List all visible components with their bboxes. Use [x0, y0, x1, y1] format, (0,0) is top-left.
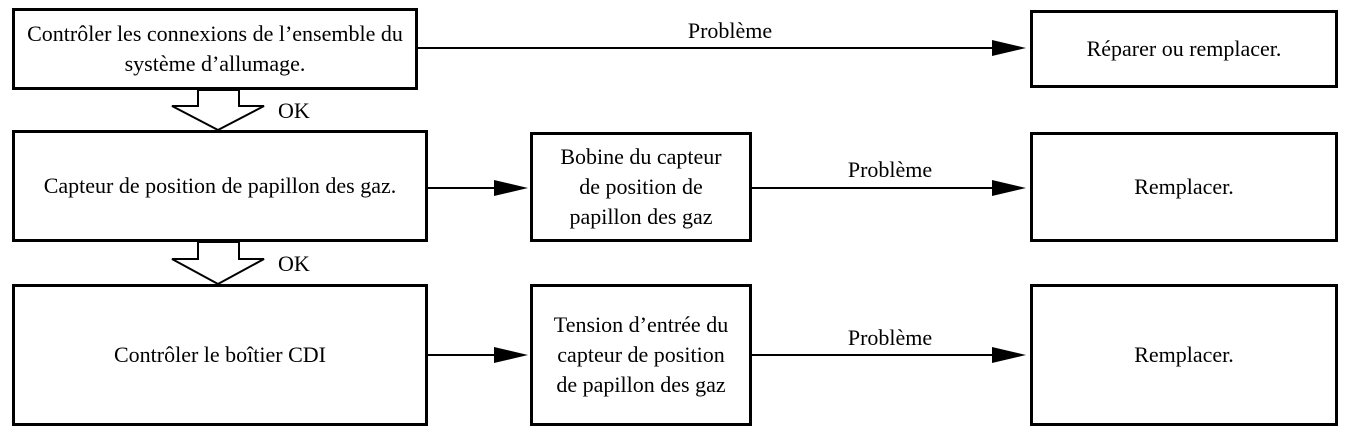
- box-replace-1-text: Remplacer.: [1134, 174, 1234, 199]
- box-check-cdi-text: Contrôler le boîtier CDI: [113, 342, 326, 367]
- box-check-cdi: Contrôler le boîtier CDI: [12, 284, 428, 426]
- box-replace-2-text: Remplacer.: [1134, 342, 1234, 367]
- box-replace-1: Remplacer.: [1030, 132, 1338, 242]
- ok-down-arrow-1: [171, 89, 265, 132]
- arrowhead: [992, 180, 1026, 196]
- label-problem-2: Problème: [847, 157, 933, 182]
- arrowhead: [494, 180, 528, 196]
- ok-down-arrow-2: [171, 241, 265, 286]
- arrowhead: [494, 347, 528, 363]
- arrowhead: [992, 347, 1026, 363]
- box-throttle-position-sensor-text: Capteur de position de papillon des gaz.: [43, 173, 397, 198]
- label-ok-1: OK: [278, 98, 310, 123]
- label-problem-3: Problème: [847, 325, 933, 350]
- box-throttle-position-sensor: Capteur de position de papillon des gaz.: [12, 130, 428, 242]
- box-tps-input-voltage: Tension d’entrée du capteur de position …: [530, 284, 752, 426]
- box-check-connections-text: Contrôler les connexions de l’ensemble d…: [27, 21, 403, 76]
- label-problem-1: Problème: [687, 18, 773, 43]
- box-repair-replace-text: Réparer ou remplacer.: [1086, 36, 1282, 61]
- arrowhead: [992, 40, 1026, 56]
- label-ok-2: OK: [278, 251, 310, 276]
- box-repair-replace: Réparer ou remplacer.: [1030, 10, 1338, 88]
- box-tps-coil-text: Bobine du capteur de position de papillo…: [560, 144, 722, 229]
- box-replace-2: Remplacer.: [1030, 284, 1338, 426]
- box-tps-input-voltage-text: Tension d’entrée du capteur de position …: [553, 312, 729, 397]
- box-tps-coil: Bobine du capteur de position de papillo…: [530, 132, 752, 242]
- box-check-connections: Contrôler les connexions de l’ensemble d…: [12, 8, 418, 90]
